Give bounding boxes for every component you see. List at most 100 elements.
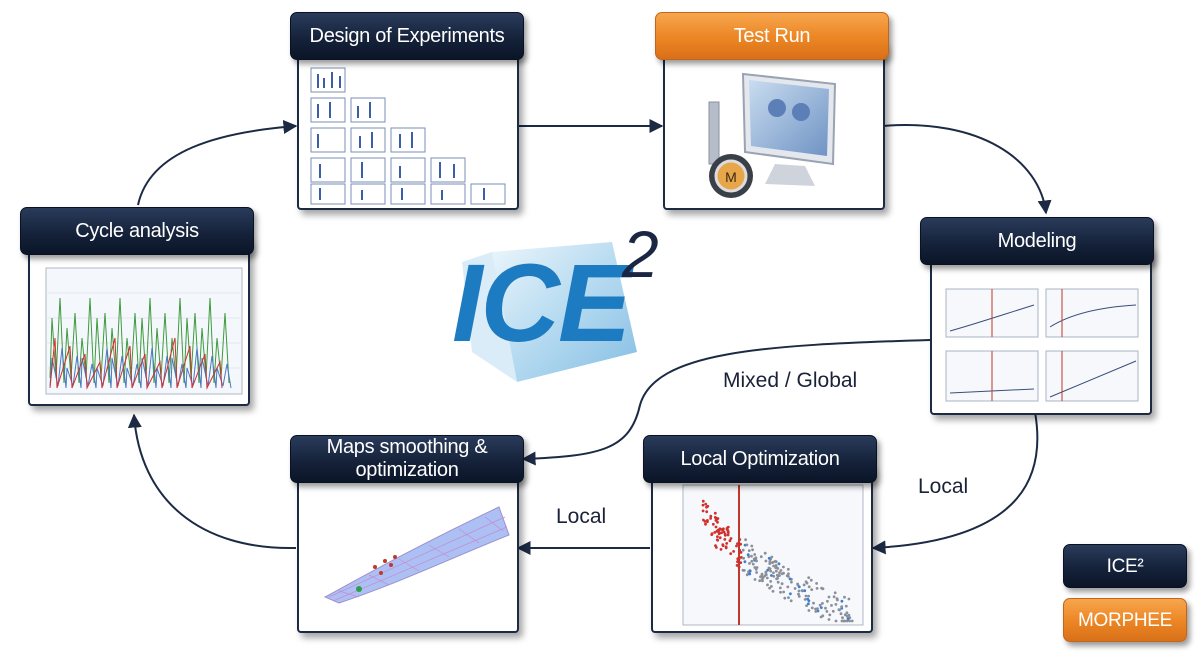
scatter-point	[778, 574, 781, 577]
scatter-point	[818, 603, 822, 607]
scatter-point	[744, 538, 747, 542]
scatter-point	[751, 562, 755, 566]
scatter-point	[782, 571, 785, 575]
scatter-point	[716, 538, 720, 542]
scatter-point	[751, 548, 754, 552]
scatter-point	[713, 531, 717, 534]
scatter-point	[776, 574, 779, 577]
scatter-point	[705, 510, 709, 514]
edge-label-mixed-global: Mixed / Global	[723, 369, 858, 392]
scatter-point	[772, 574, 776, 578]
scatter-point	[737, 565, 741, 569]
scatter-point	[804, 580, 808, 584]
scatter-point	[737, 557, 741, 561]
scatter-point	[780, 582, 784, 586]
scatter-point	[807, 594, 810, 598]
scatter-point	[748, 569, 752, 573]
modeling-header[interactable]: Modeling	[920, 217, 1154, 265]
scatter-point	[767, 556, 771, 560]
scatter-point	[754, 568, 758, 571]
scatter-point	[814, 610, 818, 613]
scatter-point	[755, 571, 758, 574]
local-opt-panel	[651, 463, 873, 633]
scatter-point	[721, 543, 725, 547]
cycle-panel	[28, 236, 250, 406]
scatter-point	[776, 580, 780, 584]
scatter-point	[742, 569, 746, 572]
scatter-point	[709, 517, 712, 520]
scatter-point	[803, 589, 807, 593]
scatter-point	[786, 567, 790, 571]
scatter-point	[746, 553, 750, 557]
scatter-point	[786, 585, 790, 589]
local-opt-scatter	[682, 484, 864, 626]
scatter-point	[810, 588, 814, 591]
doe-matrix-plot	[310, 67, 506, 205]
scatter-point	[722, 530, 726, 534]
scatter-point	[805, 604, 808, 607]
scatter-point	[726, 533, 730, 537]
scatter-point	[750, 559, 754, 563]
scatter-point	[803, 598, 807, 601]
modeling-panel	[930, 245, 1152, 415]
edge-label-local-right: Local	[918, 475, 969, 498]
maps-panel	[297, 463, 519, 633]
scatter-point	[776, 577, 779, 580]
scatter-point	[828, 613, 832, 617]
scatter-point	[826, 599, 829, 603]
scatter-point	[802, 583, 806, 587]
scatter-point	[810, 606, 814, 610]
scatter-point	[713, 516, 717, 519]
scatter-point	[725, 542, 729, 545]
scatter-point	[789, 599, 793, 603]
scatter-point	[807, 599, 811, 603]
scatter-point	[770, 555, 774, 559]
scatter-point	[824, 606, 827, 610]
doe-label: Design of Experiments	[309, 24, 505, 47]
scatter-point	[848, 619, 851, 623]
cycle-header[interactable]: Cycle analysis	[20, 207, 254, 255]
scatter-point	[847, 597, 851, 601]
scatter-point	[723, 533, 727, 537]
modeling-label: Modeling	[997, 229, 1077, 252]
scatter-point	[782, 565, 785, 569]
scatter-point	[743, 560, 747, 564]
scatter-point	[717, 532, 721, 536]
scatter-point	[766, 583, 769, 587]
scatter-point	[739, 551, 743, 554]
test-run-header[interactable]: Test Run	[655, 12, 889, 60]
scatter-point	[841, 616, 844, 620]
scatter-point	[729, 537, 733, 540]
scatter-point	[703, 520, 707, 523]
scatter-point	[779, 590, 782, 594]
scatter-point	[764, 573, 768, 577]
scatter-point	[768, 562, 772, 565]
edge-label-local-bottom: Local	[556, 505, 607, 528]
scatter-point	[709, 514, 713, 518]
scatter-point	[753, 578, 757, 581]
arrow-modeling-to-localopt	[871, 411, 1039, 555]
scatter-point	[809, 578, 813, 582]
scatter-point	[750, 544, 754, 548]
scatter-point	[718, 536, 722, 540]
scatter-point	[742, 556, 745, 560]
scatter-point	[843, 595, 846, 599]
scatter-point	[782, 590, 785, 594]
scatter-point	[732, 550, 735, 553]
local-opt-header[interactable]: Local Optimization	[643, 435, 877, 483]
scatter-point	[704, 502, 708, 506]
scatter-point	[765, 576, 769, 580]
doe-header[interactable]: Design of Experiments	[290, 12, 524, 60]
scatter-point	[797, 592, 800, 596]
scatter-point	[716, 520, 719, 524]
scatter-point	[815, 587, 819, 590]
legend-ice2-label: ICE²	[1106, 555, 1144, 577]
scatter-point	[788, 577, 792, 581]
scatter-point	[763, 551, 767, 555]
scatter-point	[759, 575, 762, 579]
maps-header[interactable]: Maps smoothing & optimization	[290, 435, 524, 483]
scatter-point	[812, 601, 815, 605]
scatter-point	[774, 559, 777, 563]
scatter-point	[771, 589, 775, 593]
scatter-point	[758, 579, 762, 583]
